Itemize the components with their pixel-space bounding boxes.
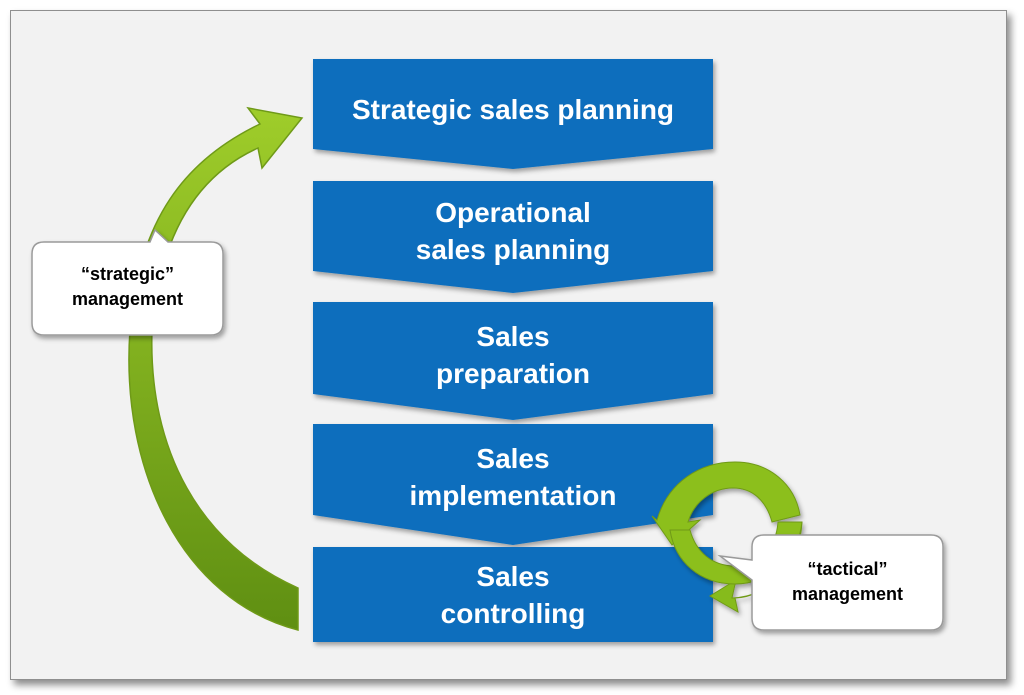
- stage-label-line: controlling: [440, 597, 586, 629]
- callout-label-line: “strategic”: [80, 264, 175, 284]
- stage-shape-sales-implementation: [313, 424, 713, 545]
- stage-shape-operational-sales-planning: [313, 181, 713, 293]
- stage-label-line: implementation: [409, 480, 617, 511]
- stage-shape-strategic-sales-planning: [313, 59, 713, 169]
- stage-sales-controlling: Sales controlling: [313, 547, 713, 642]
- stage-sales-preparation: Sales preparation: [313, 302, 713, 408]
- callout-tactical-management: “tactical” management: [752, 557, 943, 607]
- stage-operational-sales-planning: Operational sales planning: [313, 181, 713, 281]
- stage-label-line: sales planning: [415, 234, 611, 265]
- stage-label-line: Operational: [435, 197, 591, 228]
- callout-label-line: management: [791, 584, 904, 604]
- callout-bubble-strategic: [31, 228, 224, 336]
- stage-label-line: Sales: [476, 443, 550, 474]
- stage-label-line: Strategic sales planning: [351, 93, 675, 125]
- callout-label-line: “tactical”: [807, 559, 888, 579]
- strategic-cycle-arrow: [128, 106, 304, 631]
- callout-bubble-tactical: [717, 534, 944, 631]
- stage-label-line: preparation: [435, 358, 591, 389]
- stage-label-line: Sales: [476, 560, 550, 592]
- stage-shape-sales-preparation: [313, 302, 713, 420]
- callout-label-line: management: [71, 289, 184, 309]
- stage-shape-sales-controlling: [313, 547, 713, 642]
- stage-sales-implementation: Sales implementation: [313, 424, 713, 530]
- stage-strategic-sales-planning: Strategic sales planning: [313, 59, 713, 159]
- callout-strategic-management: “strategic” management: [32, 262, 223, 312]
- stage-label-line: Sales: [476, 321, 550, 352]
